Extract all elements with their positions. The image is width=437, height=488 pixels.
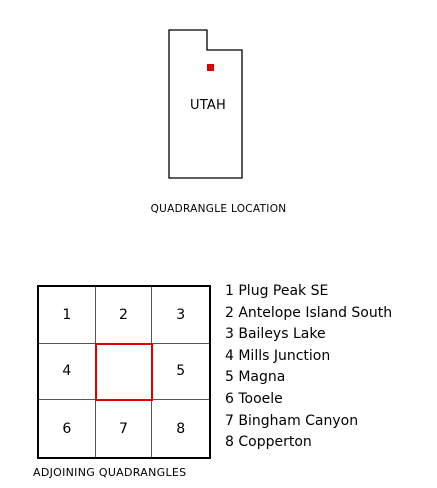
adjoining-quadrangles-caption: ADJOINING QUADRANGLES: [33, 466, 187, 479]
list-item: 4 Mills Junction: [225, 347, 331, 364]
quadrangle-location-marker: [207, 64, 214, 71]
grid-cell-2: 2: [95, 287, 153, 344]
list-item: 1 Plug Peak SE: [225, 283, 329, 299]
list-item: 8 Copperton: [225, 434, 312, 451]
current-quadrangle-cell: [94, 342, 154, 402]
grid-cell-3: 3: [152, 287, 209, 344]
grid-cell-7: 7: [96, 400, 153, 457]
grid-cell-6: 6: [39, 400, 96, 457]
quadrangle-location-caption: QUADRANGLE LOCATION: [150, 203, 287, 215]
list-item: 6 Tooele: [225, 390, 283, 407]
grid-cell-8: 8: [176, 420, 186, 437]
list-item: 3 Baileys Lake: [225, 326, 326, 343]
list-item: 5 Magna: [225, 369, 286, 386]
list-item: 2 Antelope Island South: [225, 304, 393, 321]
state-label: UTAH: [190, 98, 226, 113]
list-item: 7 Bingham Canyon: [225, 412, 359, 429]
grid-cell-4: 4: [39, 343, 96, 401]
utah-state-outline: [165, 28, 245, 180]
grid-cell-1: 1: [39, 287, 96, 344]
adjoining-quadrangles-list: 1 Plug Peak SE 2 Antelope Island South 3…: [225, 281, 392, 454]
adjoining-quadrangles-grid: 1 2 3 4 5 6 7 8: [37, 285, 211, 459]
grid-cell-5: 5: [152, 344, 209, 401]
